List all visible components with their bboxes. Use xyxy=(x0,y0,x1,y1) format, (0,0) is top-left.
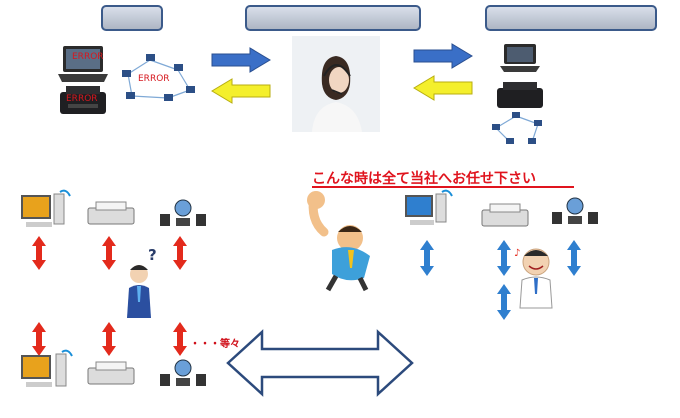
operator-photo xyxy=(292,36,380,132)
printer-icon xyxy=(60,86,106,114)
network-icon xyxy=(492,112,542,144)
horizontal-double-arrow xyxy=(226,329,414,397)
server-icon xyxy=(160,199,206,226)
network-error-text: ERROR xyxy=(138,74,170,84)
blue-double-arrow xyxy=(567,240,581,276)
server-icon xyxy=(552,197,598,224)
printer-error-text: ERROR xyxy=(66,94,98,104)
arrow-right-blue-left xyxy=(211,47,271,73)
etc-text: ・・・等々 xyxy=(190,339,240,350)
red-double-arrow xyxy=(32,236,46,270)
blue-double-arrow xyxy=(497,240,511,276)
label-box-center xyxy=(245,5,421,31)
svg-text:♪: ♪ xyxy=(514,248,520,259)
desktop-pc-icon xyxy=(21,349,73,387)
scanner-icon xyxy=(87,201,135,225)
server-icon xyxy=(160,359,206,386)
technician-icon: ♪ xyxy=(514,248,553,309)
laptop-icon xyxy=(58,46,108,82)
desktop-pc-icon xyxy=(21,189,71,227)
printer-icon xyxy=(497,82,543,108)
scanner-icon xyxy=(481,203,529,227)
arrow-left-yellow-left xyxy=(211,78,271,104)
red-double-arrow xyxy=(173,322,187,356)
desktop-pc-icon xyxy=(405,189,453,225)
headline-underline xyxy=(312,186,574,188)
blue-double-arrow xyxy=(497,284,511,320)
scanner-icon xyxy=(87,361,135,385)
superhero-icon xyxy=(307,191,370,292)
network-icon xyxy=(122,54,195,101)
operator-icon xyxy=(312,56,362,132)
red-double-arrow xyxy=(173,236,187,270)
arrow-left-yellow-right xyxy=(413,75,473,101)
red-double-arrow xyxy=(102,236,116,270)
question-mark: ? xyxy=(148,246,157,264)
label-box-left xyxy=(101,5,163,31)
headline-text: こんな時は全て当社へお任せ下さい xyxy=(312,171,536,187)
red-double-arrow xyxy=(102,322,116,356)
businessman-icon xyxy=(127,265,151,318)
arrow-right-blue-right xyxy=(413,43,473,69)
blue-double-arrow xyxy=(420,240,434,276)
red-double-arrow xyxy=(32,322,46,356)
laptop-error-text: ERROR xyxy=(72,52,104,62)
label-box-right xyxy=(485,5,657,31)
laptop-icon xyxy=(500,44,540,72)
